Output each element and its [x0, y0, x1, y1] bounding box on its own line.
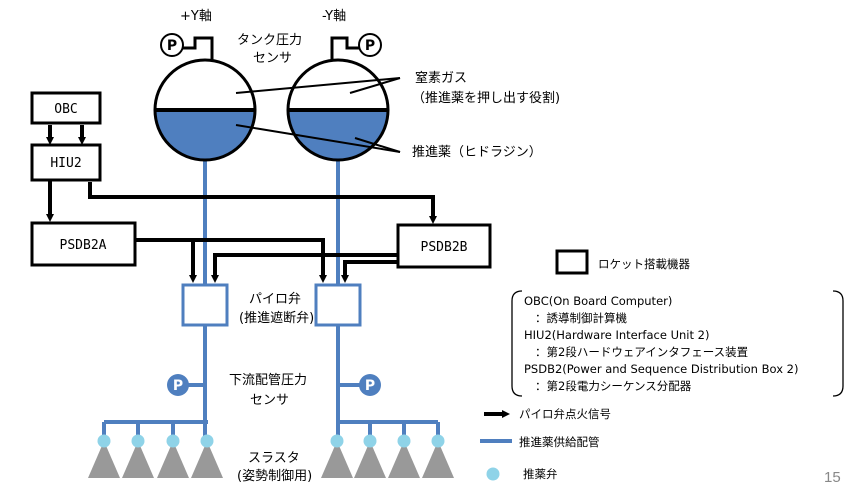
propellant-label: 推進薬（ヒドラジン） — [412, 145, 542, 160]
abbr-obc-desc: ：誘導制御計算機 — [535, 311, 627, 325]
pressure-symbol: P — [365, 378, 375, 394]
nitrogen-gas-label: 窒素ガス — [415, 70, 467, 86]
plus-y-axis-label: +Y軸 — [180, 9, 212, 24]
propellant-valve-swatch — [486, 467, 500, 481]
callout-lines — [235, 77, 401, 153]
downstream-sensor-sub-label: センサ — [250, 393, 289, 408]
psdb2b-box: PSDB2B — [396, 223, 492, 269]
downstream-pressure-sensor-right: P — [338, 374, 381, 396]
page-number: 15 — [824, 469, 841, 486]
psdb2a-label: PSDB2A — [60, 238, 107, 253]
hiu2-box: HIU2 — [30, 143, 102, 182]
thrusters-sub-label: (姿勢制御用) — [237, 468, 312, 484]
thrusters-left — [88, 441, 223, 478]
pyro-valve-right — [314, 283, 362, 327]
pressure-symbol: P — [167, 38, 177, 54]
legend-propellant-pipe: 推進薬供給配管 — [519, 435, 600, 449]
legend-propellant-valve: 推薬弁 — [523, 467, 558, 481]
abbr-hiu2-desc: ：第2段ハードウェアインタフェース装置 — [535, 345, 748, 359]
nitrogen-gas-role-label: （推進薬を押し出す役割) — [412, 90, 560, 106]
downstream-sensor-label: 下流配管圧力 — [229, 373, 307, 388]
legend-pyro-signal: パイロ弁点火信号 — [519, 407, 611, 421]
abbr-hiu2: HIU2(Hardware Interface Unit 2) — [524, 328, 709, 342]
tank-minus-y — [286, 58, 390, 162]
psdb2a-box: PSDB2A — [30, 221, 137, 267]
pyro-valve-label: パイロ弁 — [249, 292, 301, 307]
thrusters-label: スラスタ — [248, 451, 300, 466]
tank-plus-y — [153, 58, 257, 162]
tank-pressure-sensor-label-2: センサ — [253, 51, 292, 66]
psdb2b-label: PSDB2B — [421, 240, 468, 255]
tank-pressure-sensor-label-1: タンク圧力 — [237, 33, 302, 48]
legend: ロケット搭載機器 OBC(On Board Computer) ：誘導制御計算機… — [480, 249, 844, 481]
abbr-obc: OBC(On Board Computer) — [524, 294, 672, 308]
pyro-signal-lines — [46, 125, 437, 283]
propellant-pipes — [102, 158, 440, 440]
legend-rocket-equipment: ロケット搭載機器 — [598, 257, 690, 271]
pyro-valve-left — [181, 283, 229, 327]
minus-y-axis-label: -Y軸 — [322, 9, 346, 24]
pyro-valve-sub-label: (推進遮断弁) — [239, 310, 314, 326]
abbr-psdb2: PSDB2(Power and Sequence Distribution Bo… — [524, 362, 798, 376]
abbr-psdb2-desc: ：第2段電力シーケンス分配器 — [535, 379, 692, 393]
downstream-pressure-sensor-left: P — [167, 374, 205, 396]
tank-pressure-sensor-right: P — [330, 33, 382, 60]
pressure-symbol: P — [173, 378, 183, 394]
thrusters-right — [321, 441, 454, 478]
hiu2-label: HIU2 — [50, 156, 81, 171]
tank-pressure-sensor-left: P — [160, 33, 214, 60]
pressure-symbol: P — [365, 38, 375, 54]
obc-box: OBC — [30, 91, 102, 125]
obc-label: OBC — [54, 102, 77, 117]
propellant-valves — [97, 434, 445, 448]
equipment-box-swatch — [555, 249, 589, 275]
